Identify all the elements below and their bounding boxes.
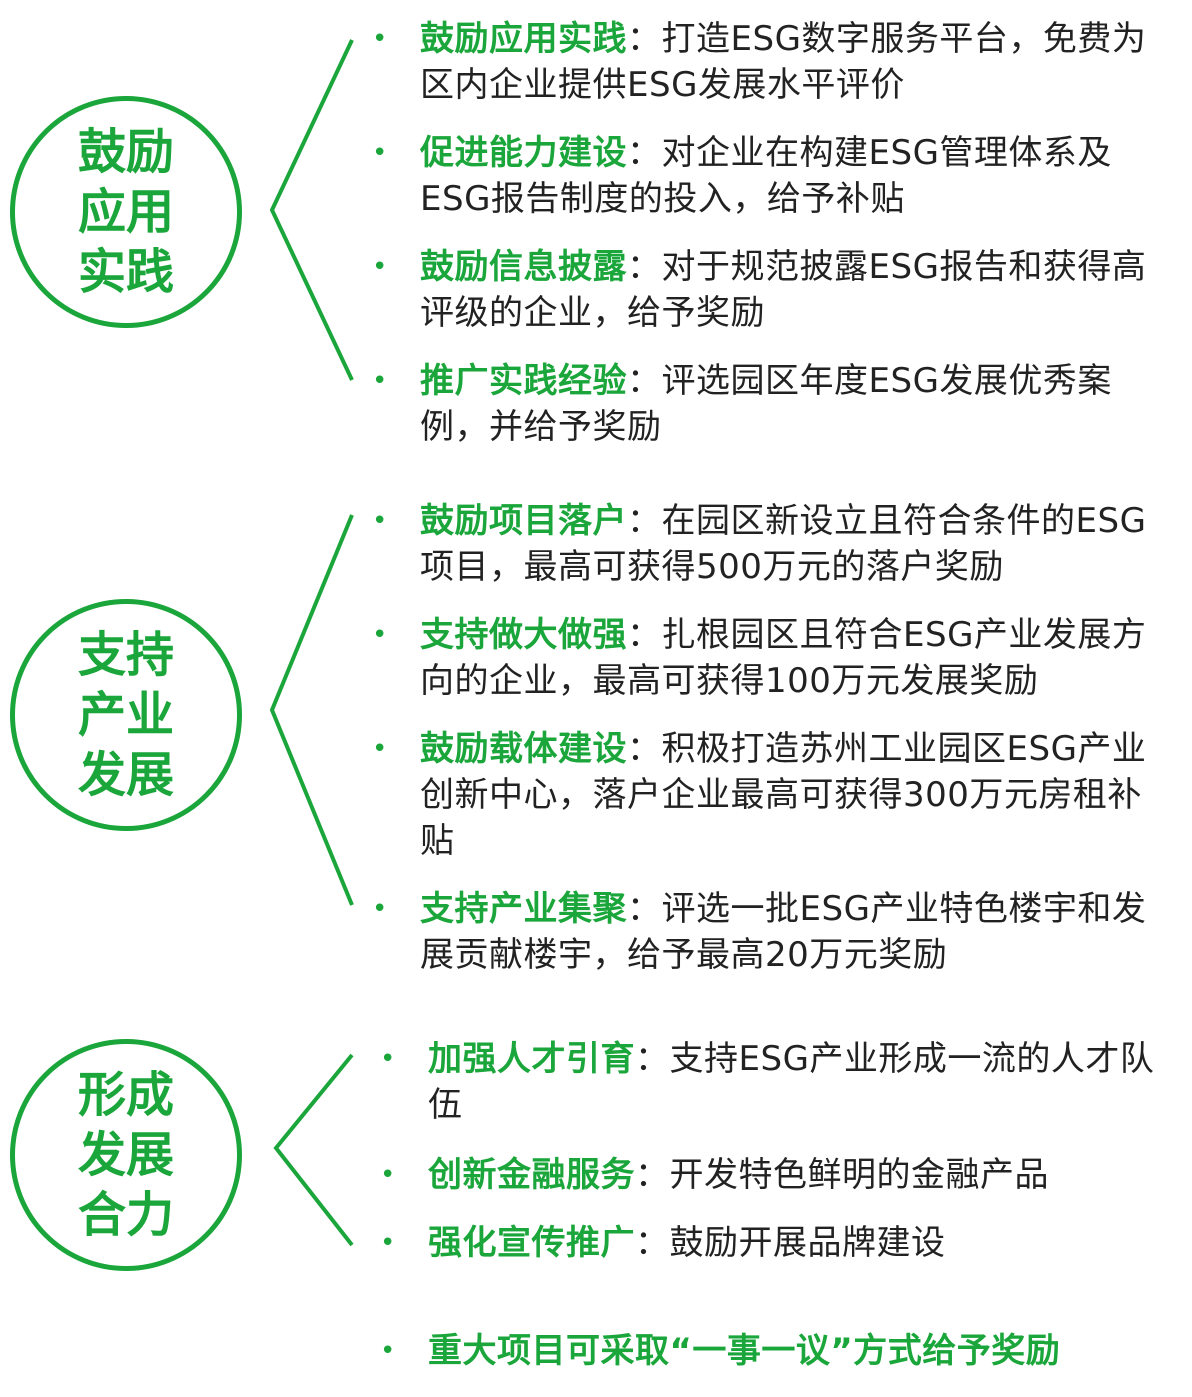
item-desc: 开发特色鲜明的金融产品 [669, 1155, 1049, 1195]
item-title: 创新金融服务 [428, 1155, 635, 1195]
item-desc: 评选一批ESG产业特色楼宇和发展贡献楼宇，给予最高20万元奖励 [420, 889, 1147, 975]
bullet: • [372, 506, 388, 536]
item-title: 促进能力建设 [420, 133, 627, 173]
item-desc: 打造ESG数字服务平台，免费为区内企业提供ESG发展水平评价 [420, 19, 1147, 105]
group-circle-1: 鼓励应用实践 [10, 96, 242, 328]
group-circle-2: 支持产业发展 [10, 599, 242, 831]
list-item: 创新金融服务：开发特色鲜明的金融产品 [428, 1152, 1173, 1198]
list-item: 支持产业集聚：评选一批ESG产业特色楼宇和发展贡献楼宇，给予最高20万元奖励 [420, 886, 1170, 978]
bullet: • [380, 1228, 396, 1258]
item-title: 加强人才引育 [428, 1039, 635, 1079]
item-separator: ： [635, 1223, 670, 1263]
list-item: 鼓励应用实践：打造ESG数字服务平台，免费为区内企业提供ESG发展水平评价 [420, 16, 1170, 108]
bullet: • [380, 1336, 396, 1366]
item-title: 鼓励载体建设 [420, 729, 627, 769]
item-title: 鼓励项目落户 [420, 501, 627, 541]
group-circle-3: 形成发展合力 [10, 1039, 242, 1271]
item-desc: 在园区新设立且符合条件的ESG项目，最高可获得500万元的落户奖励 [420, 501, 1147, 587]
list-item: 鼓励项目落户：在园区新设立且符合条件的ESG项目，最高可获得500万元的落户奖励 [420, 498, 1170, 590]
list-item: 强化宣传推广：鼓励开展品牌建设 [428, 1220, 1173, 1266]
item-title: 推广实践经验 [420, 361, 627, 401]
item-desc: 扎根园区且符合ESG产业发展方向的企业，最高可获得100万元发展奖励 [420, 615, 1147, 701]
item-title: 支持做大做强 [420, 615, 627, 655]
bracket-group-2 [269, 514, 354, 906]
item-separator: ： [627, 501, 662, 541]
item-separator: ： [627, 19, 662, 59]
item-desc: 积极打造苏州工业园区ESG产业创新中心，落户企业最高可获得300万元房租补贴 [420, 729, 1147, 861]
list-item: 支持做大做强：扎根园区且符合ESG产业发展方向的企业，最高可获得100万元发展奖… [420, 612, 1170, 704]
bullet: • [380, 1044, 396, 1074]
item-separator: ： [627, 133, 662, 173]
list-item: 加强人才引育：支持ESG产业形成一流的人才队伍 [428, 1036, 1173, 1128]
item-desc: 支持ESG产业形成一流的人才队伍 [428, 1039, 1155, 1125]
bracket-group-1 [269, 39, 354, 381]
item-title: 支持产业集聚 [420, 889, 627, 929]
bullet: • [372, 620, 388, 650]
bracket-group-3 [273, 1053, 354, 1247]
item-desc: 对企业在构建ESG管理体系及ESG报告制度的投入，给予补贴 [420, 133, 1112, 219]
bullet: • [372, 734, 388, 764]
list-item: 促进能力建设：对企业在构建ESG管理体系及ESG报告制度的投入，给予补贴 [420, 130, 1170, 222]
final-item: 重大项目可采取“一事一议”方式给予奖励 [428, 1331, 1061, 1371]
item-separator: ： [627, 615, 662, 655]
bullet: • [380, 1160, 396, 1190]
item-title: 强化宣传推广 [428, 1223, 635, 1263]
item-separator: ： [635, 1155, 670, 1195]
list-item: 推广实践经验：评选园区年度ESG发展优秀案例，并给予奖励 [420, 358, 1170, 450]
item-separator: ： [627, 247, 662, 287]
bullet: • [372, 24, 388, 54]
bullet: • [372, 366, 388, 396]
group-label-3: 形成发展合力 [77, 1067, 174, 1243]
list-item: 鼓励信息披露：对于规范披露ESG报告和获得高评级的企业，给予奖励 [420, 244, 1170, 336]
item-separator: ： [635, 1039, 670, 1079]
item-separator: ： [627, 889, 662, 929]
item-separator: ： [627, 729, 662, 769]
group-label-2: 支持产业发展 [77, 627, 174, 803]
list-item: 鼓励载体建设：积极打造苏州工业园区ESG产业创新中心，落户企业最高可获得300万… [420, 726, 1170, 864]
item-title: 鼓励信息披露 [420, 247, 627, 287]
item-desc: 对于规范披露ESG报告和获得高评级的企业，给予奖励 [420, 247, 1147, 333]
item-title: 鼓励应用实践 [420, 19, 627, 59]
item-separator: ： [627, 361, 662, 401]
item-desc: 鼓励开展品牌建设 [669, 1223, 946, 1263]
bullet: • [372, 894, 388, 924]
bullet: • [372, 252, 388, 282]
bullet: • [372, 138, 388, 168]
item-desc: 评选园区年度ESG发展优秀案例，并给予奖励 [420, 361, 1112, 447]
group-label-1: 鼓励应用实践 [77, 124, 174, 300]
